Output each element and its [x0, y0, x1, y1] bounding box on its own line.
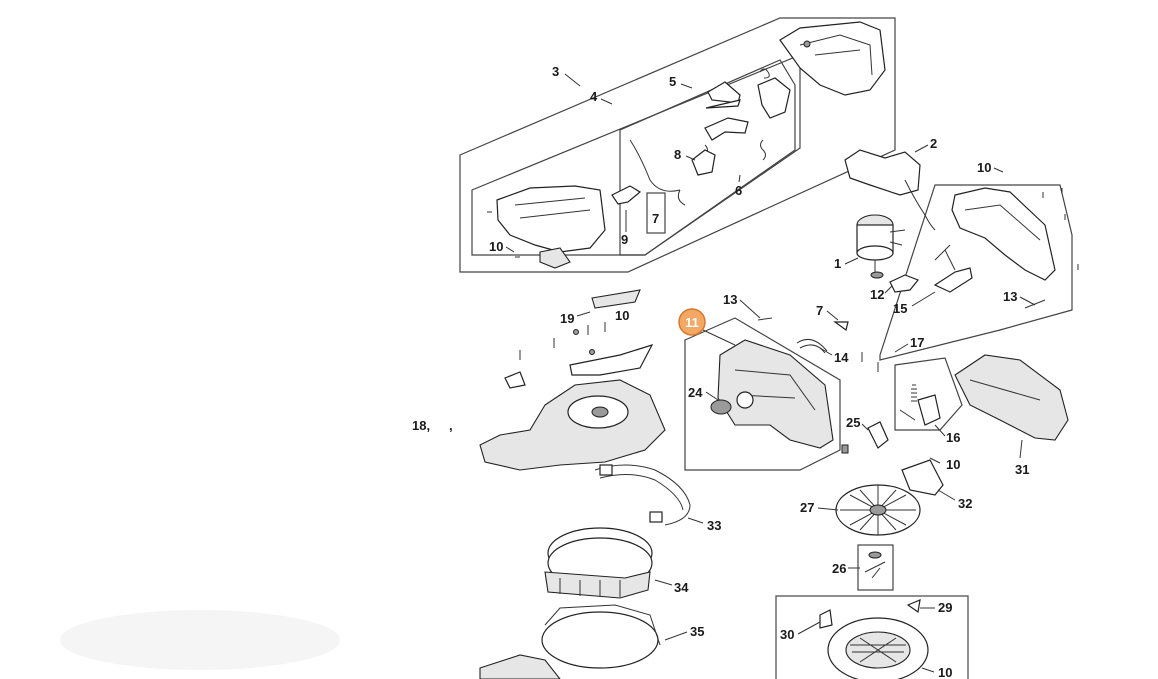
callout-10c: 10 [615, 308, 629, 323]
small-parts-center [757, 317, 849, 354]
callout-3: 3 [552, 64, 559, 79]
cable-part [844, 149, 936, 231]
motor-part [856, 214, 906, 279]
callout-2: 2 [930, 136, 937, 151]
handle-cover-part [779, 21, 886, 96]
switch-part-15 [933, 244, 973, 293]
spring-part-16 [899, 384, 941, 426]
trigger-parts [702, 68, 791, 166]
faded-background-shape [60, 610, 340, 670]
callout-19: 19 [560, 311, 574, 326]
group-box-7 [646, 192, 666, 234]
callout-18b: , [449, 418, 453, 433]
bracket-part-12 [889, 274, 919, 293]
callout-25: 25 [846, 415, 860, 430]
callout-14: 14 [834, 350, 849, 365]
fan-wheel [835, 484, 921, 536]
callout-10e: 10 [938, 665, 952, 679]
callout-24: 24 [688, 385, 703, 400]
group-box-6 [619, 59, 796, 256]
callout-16: 16 [946, 430, 960, 445]
intake-grille [819, 599, 929, 679]
group-box-11 [684, 317, 841, 471]
hose-part-33 [594, 464, 691, 526]
callout-33: 33 [707, 518, 721, 533]
svg-text:11: 11 [685, 315, 699, 330]
switch-part [629, 139, 716, 206]
callout-12: 12 [870, 287, 884, 302]
washer-part-26 [864, 551, 886, 579]
callout-6: 6 [735, 183, 742, 198]
group-box-bottom-right [775, 595, 969, 679]
callout-labels: 3 4 5 8 6 7 9 10 2 10 1 12 15 13 13 7 14… [412, 64, 1029, 679]
callout-30: 30 [780, 627, 794, 642]
group-box-16 [894, 357, 963, 431]
group-box-3 [459, 17, 896, 273]
cover-part-31 [954, 354, 1069, 441]
callout-8: 8 [674, 147, 681, 162]
callout-4: 4 [590, 89, 598, 104]
callout-1: 1 [834, 256, 841, 271]
callout-7a: 7 [652, 211, 659, 226]
callout-27: 27 [800, 500, 814, 515]
fan-housing-left [479, 379, 666, 471]
callout-5: 5 [669, 74, 676, 89]
seal-part [504, 289, 654, 389]
callout-32: 32 [958, 496, 972, 511]
callout-7b: 7 [816, 303, 823, 318]
callout-35: 35 [690, 624, 704, 639]
callout-13a: 13 [723, 292, 737, 307]
callout-15: 15 [893, 301, 907, 316]
housing-half-right [951, 187, 1056, 309]
part-32 [901, 459, 944, 496]
callout-31: 31 [1015, 462, 1029, 477]
callout-26: 26 [832, 561, 846, 576]
screws [487, 188, 1079, 372]
callout-29: 29 [938, 600, 952, 615]
callout-10a: 10 [489, 239, 503, 254]
part-25 [841, 421, 889, 454]
callout-34: 34 [674, 580, 689, 595]
callout-11-highlighted[interactable]: 11 [678, 308, 736, 346]
callout-10d: 10 [946, 457, 960, 472]
part-9 [611, 185, 642, 205]
housing-half-left [496, 185, 606, 269]
callout-10b: 10 [977, 160, 991, 175]
callout-9: 9 [621, 232, 628, 247]
housing-part-35 [479, 604, 661, 679]
leader-lines [505, 73, 1036, 673]
callout-18: 18, [412, 418, 430, 433]
callout-17: 17 [910, 335, 924, 350]
housing-part-11 [710, 339, 834, 449]
ring-part-34 [544, 527, 653, 599]
callout-13b: 13 [1003, 289, 1017, 304]
